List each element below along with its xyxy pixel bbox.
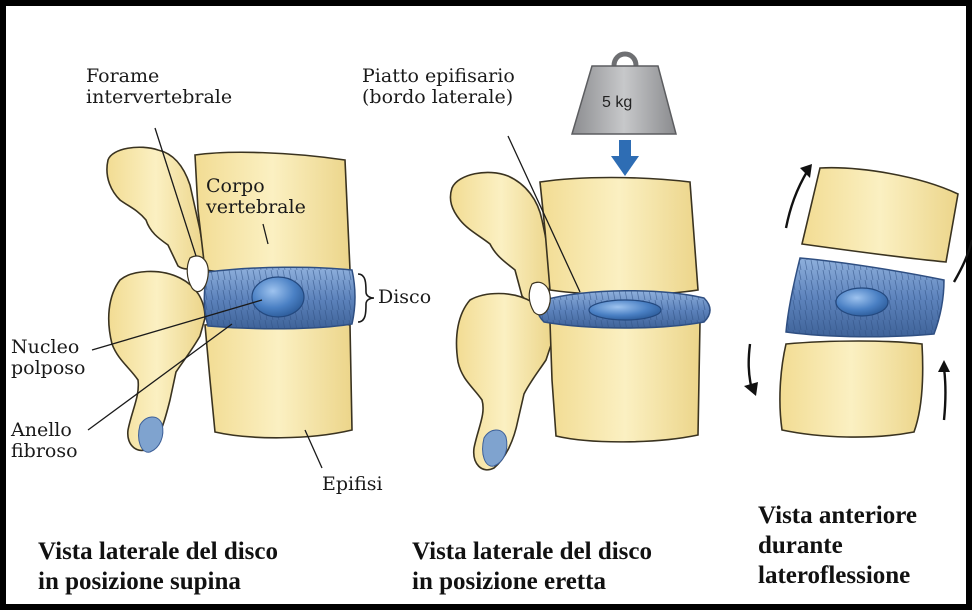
arrow-upper-right <box>952 239 972 283</box>
nucleus-pulposus-supine <box>251 276 305 318</box>
vertebral-body-upper-3 <box>801 166 959 263</box>
load-arrow-head <box>611 156 639 176</box>
leader-piatto <box>507 135 581 293</box>
posterior-process-upper <box>106 146 206 270</box>
vertebral-body-upper-2 <box>539 176 699 296</box>
vertebral-body-lower <box>204 320 353 439</box>
weight-ring <box>611 51 639 67</box>
posterior-process-upper-2 <box>449 171 553 305</box>
leader-nucleo <box>91 299 263 351</box>
leader-corpo <box>262 223 269 245</box>
leader-epifisi <box>304 429 323 469</box>
figure-supine <box>87 127 375 469</box>
leader-anello <box>87 323 233 431</box>
figure-anterior <box>744 164 972 438</box>
leader-forame <box>154 127 197 257</box>
label-piatto-epifisario: Piatto epifisario(bordo laterale) <box>362 65 515 108</box>
nucleus-pulposus-lateroflexion <box>835 287 889 317</box>
weight-body <box>570 65 677 135</box>
figure-upright <box>449 51 711 471</box>
label-disco: Disco <box>378 286 432 308</box>
disc-brace <box>357 273 375 323</box>
intervertebral-foramen-2 <box>528 281 551 316</box>
articular-facet-blue <box>138 416 164 453</box>
label-epifisi: Epifisi <box>322 473 383 495</box>
vertebral-body-lower-2 <box>549 318 701 443</box>
arrow-lower-left <box>747 343 754 391</box>
arrow-lower-right <box>942 367 947 421</box>
arrow-upper-left <box>784 169 810 229</box>
nucleus-pulposus-upright <box>588 299 662 321</box>
intervertebral-foramen <box>186 255 209 293</box>
vertebral-body-lower-3 <box>779 340 924 438</box>
load-arrow-shaft <box>619 140 631 158</box>
weight-label: 5 kg <box>602 94 633 111</box>
articular-facet-blue-2 <box>482 429 508 467</box>
